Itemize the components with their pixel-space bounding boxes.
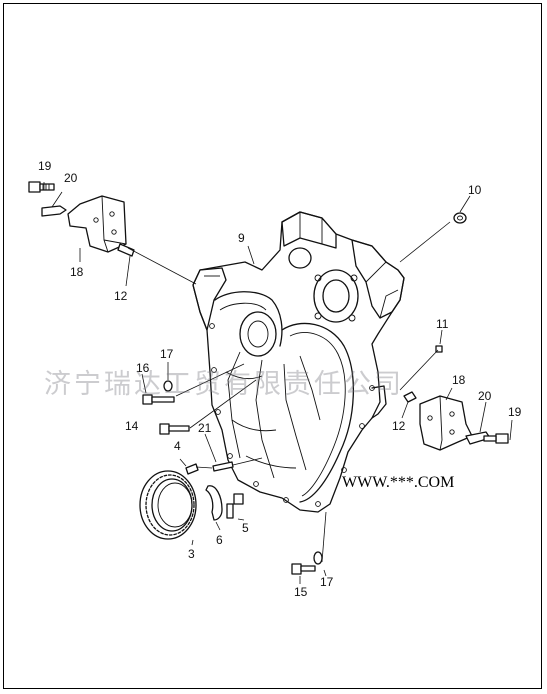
label-17-lower: 17 xyxy=(320,575,334,589)
label-5: 5 xyxy=(242,521,249,535)
bolt-16 xyxy=(142,394,175,405)
leader-lines xyxy=(43,182,513,584)
dowel-12-right xyxy=(403,391,417,403)
page-frame xyxy=(3,3,542,689)
flywheel-housing xyxy=(192,211,405,513)
watermark-text: 济宁瑞达工贸有限责任公司 xyxy=(44,369,404,400)
label-10: 10 xyxy=(468,183,482,197)
pin-21 xyxy=(212,461,234,472)
website-caption: WWW.***.COM xyxy=(342,474,455,491)
washer-17-lower xyxy=(313,551,323,565)
left-bracket-18 xyxy=(67,195,127,253)
clip-20-upper xyxy=(41,205,67,217)
label-12-upper: 12 xyxy=(114,289,128,303)
label-11: 11 xyxy=(436,317,449,331)
label-4: 4 xyxy=(174,439,181,453)
bolt-19-upper xyxy=(28,181,55,193)
label-14: 14 xyxy=(125,419,139,433)
bolt-14 xyxy=(159,423,190,435)
ring-gear-3 xyxy=(139,470,197,540)
label-17-upper: 17 xyxy=(160,347,174,361)
part-labels: 19 20 18 12 9 10 11 16 17 14 4 21 18 20 … xyxy=(38,159,522,599)
label-9: 9 xyxy=(238,231,245,245)
label-21: 21 xyxy=(198,421,212,435)
label-20-right: 20 xyxy=(478,389,492,403)
label-19-right: 19 xyxy=(508,405,522,419)
label-6: 6 xyxy=(216,533,223,547)
label-18-right: 18 xyxy=(452,373,466,387)
label-18-upper: 18 xyxy=(70,265,84,279)
plug-11 xyxy=(435,345,443,353)
label-20-upper: 20 xyxy=(64,171,78,185)
label-3: 3 xyxy=(188,547,195,561)
bolt-5 xyxy=(226,493,244,519)
shim-6 xyxy=(205,485,223,521)
washer-17-upper xyxy=(163,380,173,392)
dowel-12-upper xyxy=(117,243,135,257)
label-15: 15 xyxy=(294,585,308,599)
pin-4 xyxy=(185,463,199,475)
label-19-upper: 19 xyxy=(38,159,52,173)
washer-10 xyxy=(453,212,467,224)
label-16: 16 xyxy=(136,361,150,375)
bolt-19-right xyxy=(483,433,509,444)
right-bracket-18 xyxy=(419,395,473,451)
bolt-15 xyxy=(291,563,316,575)
label-12-right: 12 xyxy=(392,419,406,433)
